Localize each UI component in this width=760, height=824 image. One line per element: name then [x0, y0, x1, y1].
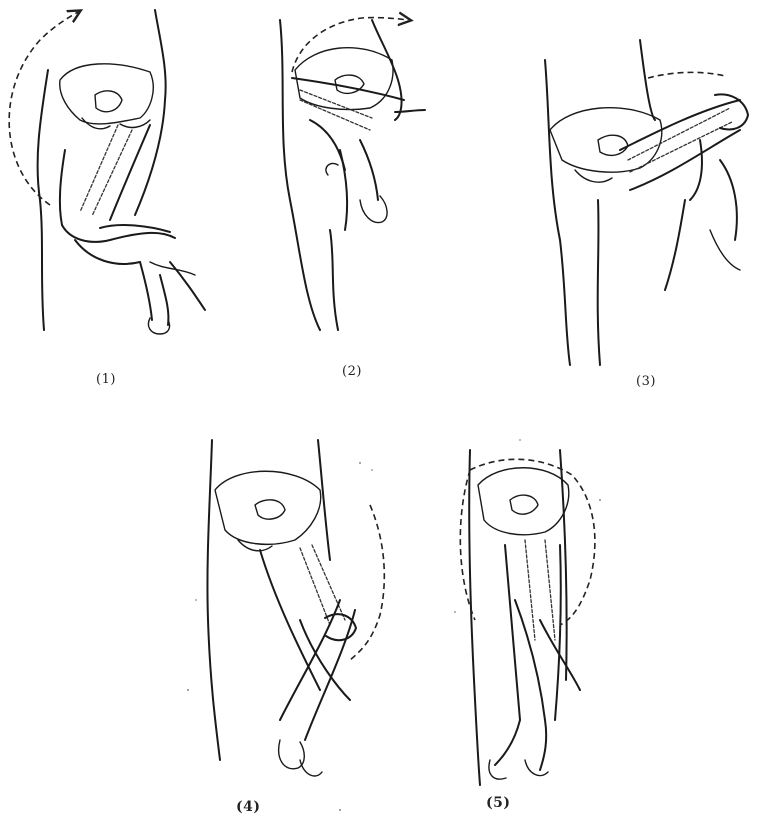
panel-4-caption: (4) [236, 799, 261, 815]
panel-3-illustration [545, 40, 748, 365]
panel-5-illustration [460, 450, 595, 785]
panel-4-illustration [207, 440, 384, 776]
panel-2-illustration [280, 18, 425, 330]
panel-1-illustration [9, 10, 205, 334]
panel-1-caption: (1) [96, 372, 116, 387]
panel-5-caption: (5) [486, 795, 511, 811]
panel-2-caption: (2) [342, 364, 362, 379]
scan-noise [187, 439, 601, 811]
panel-3-caption: (3) [636, 374, 656, 389]
